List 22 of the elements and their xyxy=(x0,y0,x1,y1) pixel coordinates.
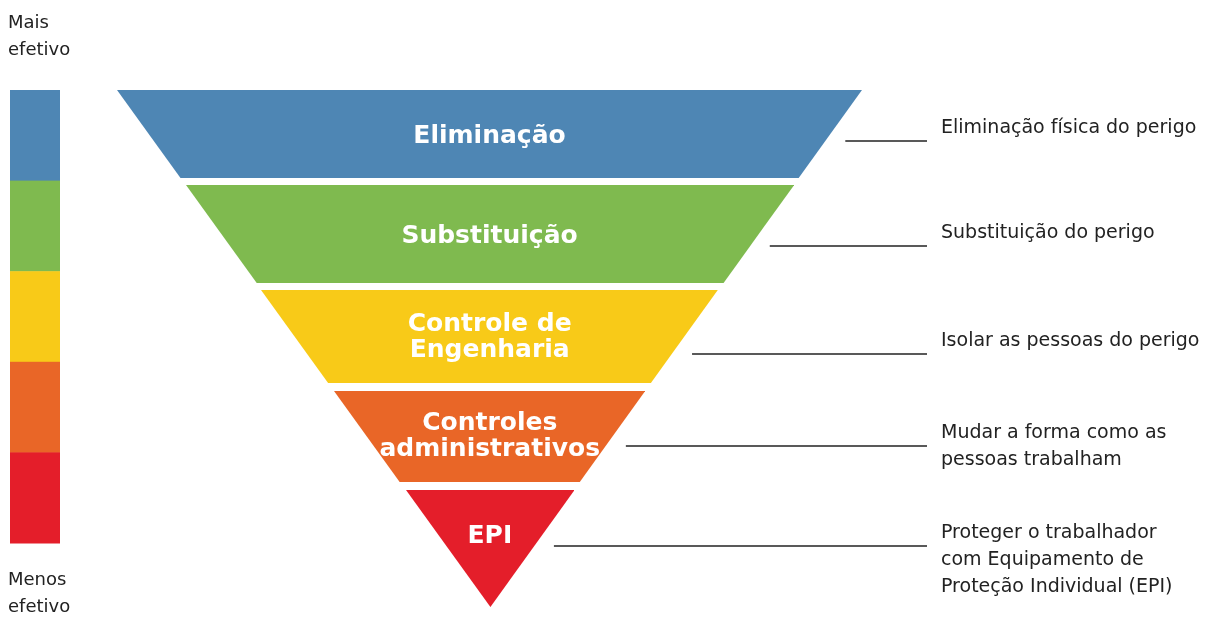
pyramid-band xyxy=(405,490,575,607)
band-label: EPI xyxy=(466,522,514,548)
leader-line xyxy=(769,245,928,247)
description-text: Mudar a forma como as pessoas trabalham xyxy=(941,418,1203,472)
pyramid-band xyxy=(334,391,646,482)
band-label: Controle de Engenharia xyxy=(406,310,573,362)
pyramid-band xyxy=(185,185,794,283)
pyramid-band xyxy=(117,90,862,178)
band-label: Controles administrativos xyxy=(378,409,602,461)
description-text: Isolar as pessoas do perigo xyxy=(941,326,1203,353)
description-text: Proteger o trabalhador com Equipamento de Proteção Individual (EPI) xyxy=(941,518,1203,599)
band-label: Substituição xyxy=(400,222,579,248)
band-label: Eliminação xyxy=(412,122,567,148)
description-text: Substituição do perigo xyxy=(941,218,1203,245)
leader-line xyxy=(844,140,928,142)
description-text: Eliminação física do perigo xyxy=(941,113,1203,140)
scale-label: Mais efetivo xyxy=(8,10,72,61)
pyramid-band xyxy=(261,290,719,383)
scale-label: Menos efetivo xyxy=(8,567,72,617)
leader-line xyxy=(553,545,928,547)
leader-line xyxy=(625,445,928,447)
leader-line xyxy=(691,353,928,355)
